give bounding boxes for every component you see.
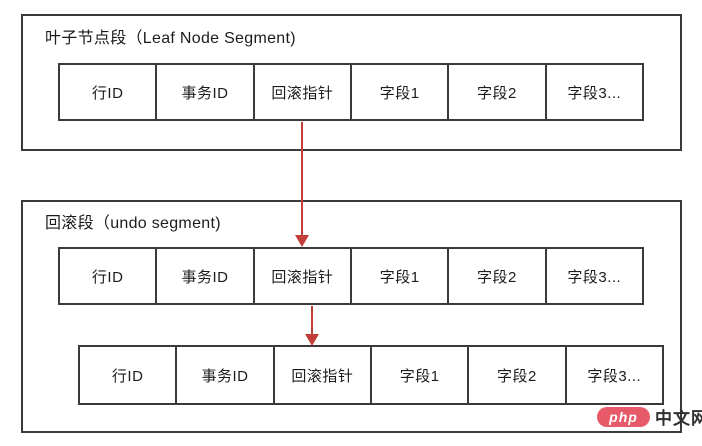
arrow-line bbox=[310, 306, 313, 335]
cell-row-id: 行ID bbox=[111, 367, 144, 385]
watermark: php 中文网 bbox=[597, 404, 702, 429]
cell-row-id: 行ID bbox=[91, 84, 124, 102]
cell-rollback-pointer: 回滚指针 bbox=[252, 65, 350, 119]
cell-field-2: 字段2 bbox=[447, 249, 544, 303]
watermark-site-text: 中文网 bbox=[655, 409, 702, 428]
cell-field-3: 字段3... bbox=[564, 347, 662, 403]
cell-field-1: 字段1 bbox=[349, 65, 447, 119]
arrow-line bbox=[300, 122, 303, 236]
php-logo-badge: php bbox=[597, 406, 650, 427]
cell-rollback-pointer: 回滚指针 bbox=[272, 347, 370, 403]
cell-field-1: 字段1 bbox=[349, 249, 447, 303]
cell-rollback-pointer: 回滚指针 bbox=[252, 249, 350, 303]
leaf-record-row: 行ID 事务ID 回滚指针 字段1 字段2 字段3... bbox=[58, 63, 644, 121]
cell-transaction-id: 事务ID bbox=[175, 347, 272, 403]
undo-record-row: 行ID 事务ID 回滚指针 字段1 字段2 字段3... bbox=[58, 247, 644, 305]
arrow-down-icon bbox=[305, 334, 319, 346]
cell-field-3: 字段3... bbox=[544, 249, 642, 303]
cell-field-1: 字段1 bbox=[369, 347, 467, 403]
cell-transaction-id: 事务ID bbox=[155, 65, 252, 119]
undo-segment-title: 回滚段（undo segment) bbox=[45, 215, 221, 232]
cell-row-id: 行ID bbox=[91, 268, 124, 286]
cell-field-2: 字段2 bbox=[467, 347, 564, 403]
arrow-down-icon bbox=[295, 235, 309, 247]
leaf-node-segment-title: 叶子节点段（Leaf Node Segment) bbox=[45, 30, 296, 47]
cell-transaction-id: 事务ID bbox=[155, 249, 252, 303]
cell-field-2: 字段2 bbox=[447, 65, 544, 119]
undo-history-record-row: 行ID 事务ID 回滚指针 字段1 字段2 字段3... bbox=[78, 345, 664, 405]
cell-field-3: 字段3... bbox=[544, 65, 642, 119]
